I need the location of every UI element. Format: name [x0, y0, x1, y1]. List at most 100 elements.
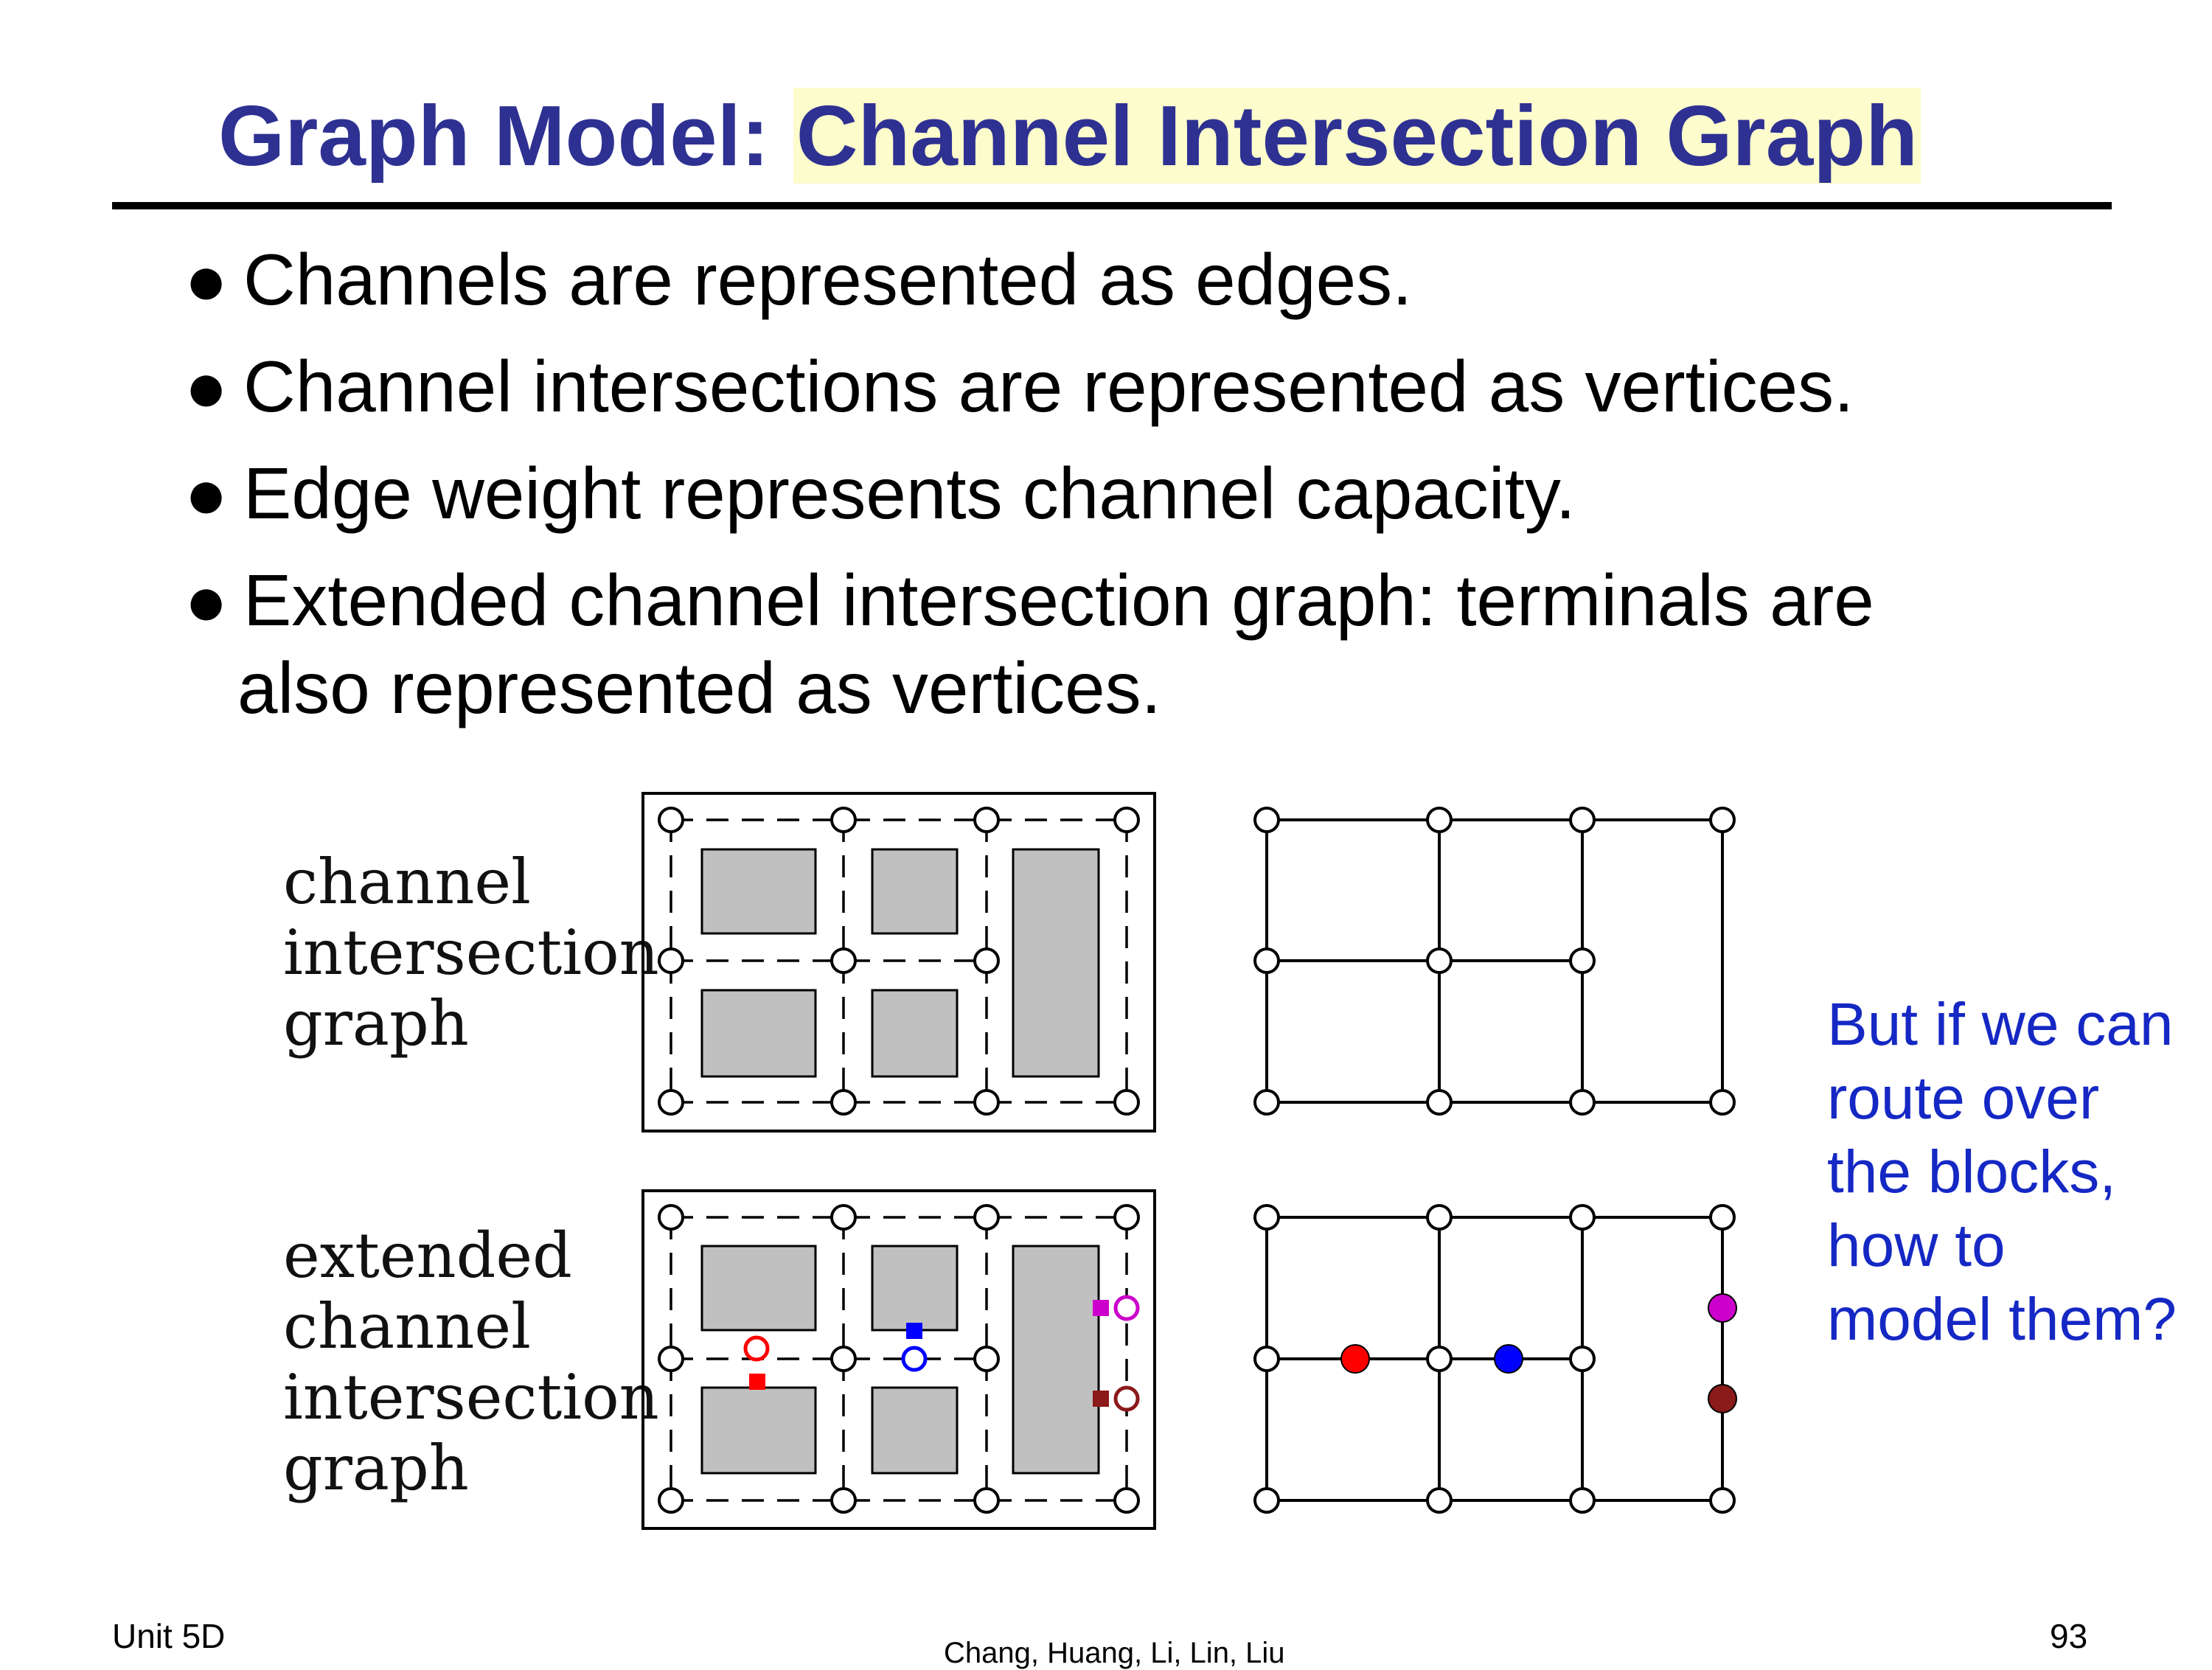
label-line: channel	[283, 1290, 531, 1363]
circuit-block	[871, 1386, 959, 1475]
bullet-text: Extended channel intersection graph: ter…	[243, 560, 1874, 641]
intersection-node	[658, 947, 684, 974]
label-channel-intersection-graph: channel intersection graph	[283, 846, 659, 1059]
bullet-icon: ●	[184, 346, 229, 427]
label-line: graph	[283, 1432, 469, 1504]
terminal-vertex-magenta	[1708, 1293, 1737, 1323]
intersection-node	[830, 1089, 857, 1116]
slide-title: Graph Model: Channel Intersection Graph	[218, 87, 1921, 185]
graph-vertex	[1569, 1204, 1596, 1231]
circuit-block	[1012, 1245, 1100, 1475]
terminal-vertex-magenta	[1113, 1295, 1140, 1321]
intersection-node	[658, 1204, 684, 1231]
bullet-icon: ●	[184, 239, 229, 320]
terminal-vertex-blue	[1494, 1344, 1523, 1374]
graph-vertex	[1569, 807, 1596, 833]
graph-vertex	[1569, 1089, 1596, 1116]
bullet-icon: ●	[184, 453, 229, 534]
footer-unit: Unit 5D	[112, 1617, 226, 1655]
intersection-node	[658, 1346, 684, 1372]
graph-vertex	[1569, 1346, 1596, 1372]
title-highlight: Channel Intersection Graph	[793, 88, 1921, 184]
terminal-pin-red	[749, 1374, 765, 1390]
terminal-vertex-darkred	[1708, 1384, 1737, 1413]
layout-diagram-bottom	[641, 1189, 1156, 1530]
aside-line: route over	[1827, 1065, 2100, 1132]
bullet-text: Channels are represented as edges.	[243, 239, 1413, 320]
circuit-block	[871, 848, 959, 935]
intersection-node	[1113, 1204, 1140, 1231]
terminal-pin-magenta	[1093, 1300, 1109, 1316]
bullet-item: ●Channels are represented as edges.	[177, 236, 1874, 323]
circuit-block	[700, 848, 817, 935]
graph-vertex	[1709, 1089, 1736, 1116]
circuit-block	[1012, 848, 1100, 1078]
bullet-list: ●Channels are represented as edges. ●Cha…	[177, 236, 1874, 752]
footer-page-number: 93	[2050, 1617, 2088, 1655]
intersection-node	[973, 1346, 1000, 1372]
aside-line: model them?	[1827, 1286, 2177, 1353]
graph-diagram-top	[1253, 807, 1736, 1116]
graph-vertex	[1426, 1089, 1453, 1116]
intersection-node	[973, 1204, 1000, 1231]
circuit-block	[700, 989, 817, 1078]
graph-vertex	[1426, 1204, 1453, 1231]
layout-frame	[641, 1189, 1156, 1530]
aside-question: But if we can route over the blocks, how…	[1827, 988, 2177, 1357]
intersection-node	[658, 1089, 684, 1116]
title-prefix: Graph Model:	[218, 88, 793, 184]
graph-vertex	[1426, 807, 1453, 833]
graph-vertex	[1253, 1487, 1280, 1514]
bullet-icon: ●	[184, 560, 229, 641]
graph-vertex	[1253, 1204, 1280, 1231]
intersection-node	[830, 1487, 857, 1514]
graph-vertex	[1709, 807, 1736, 833]
graph-vertex	[1426, 1487, 1453, 1514]
graph-vertex	[1569, 947, 1596, 974]
layout-frame	[641, 792, 1156, 1133]
bullet-item: ●Extended channel intersection graph: te…	[177, 557, 1874, 732]
circuit-block	[700, 1386, 817, 1475]
terminal-pin-darkred	[1093, 1391, 1109, 1407]
footer-authors: Chang, Huang, Li, Lin, Liu	[944, 1637, 1285, 1669]
label-line: intersection	[283, 1361, 659, 1433]
graph-vertex	[1426, 1346, 1453, 1372]
graph-vertex	[1709, 1487, 1736, 1514]
intersection-node	[658, 1487, 684, 1514]
circuit-block	[871, 1245, 959, 1332]
intersection-node	[1113, 807, 1140, 833]
layout-diagram-top	[641, 792, 1156, 1133]
graph-vertex	[1709, 1204, 1736, 1231]
label-line: intersection	[283, 916, 659, 989]
circuit-block	[871, 989, 959, 1078]
intersection-node	[973, 1487, 1000, 1514]
terminal-vertex-blue	[901, 1346, 928, 1372]
label-extended-channel-intersection-graph: extended channel intersection graph	[283, 1220, 659, 1503]
terminal-vertex-red	[743, 1335, 770, 1362]
aside-line: But if we can	[1827, 991, 2174, 1058]
label-line: extended	[283, 1220, 572, 1292]
bullet-text: Channel intersections are represented as…	[243, 346, 1854, 427]
label-line: graph	[283, 987, 469, 1060]
graph-vertex	[1426, 947, 1453, 974]
bullet-item: ●Channel intersections are represented a…	[177, 343, 1874, 430]
graph-vertex	[1253, 1089, 1280, 1116]
aside-line: the blocks,	[1827, 1138, 2116, 1205]
intersection-node	[830, 1204, 857, 1231]
intersection-node	[973, 1089, 1000, 1116]
label-line: channel	[283, 846, 531, 918]
graph-vertex	[1253, 947, 1280, 974]
terminal-pin-blue	[906, 1323, 922, 1339]
bullet-text: Edge weight represents channel capacity.	[243, 453, 1576, 534]
intersection-node	[1113, 1487, 1140, 1514]
terminal-vertex-darkred	[1113, 1385, 1140, 1412]
graph-vertex	[1253, 1346, 1280, 1372]
intersection-node	[830, 1346, 857, 1372]
bullet-continuation: also represented as vertices.	[237, 647, 1161, 728]
graph-diagram-bottom	[1253, 1204, 1737, 1514]
intersection-node	[973, 807, 1000, 833]
bullet-item: ●Edge weight represents channel capacity…	[177, 450, 1874, 537]
intersection-node	[830, 947, 857, 974]
circuit-block	[700, 1245, 817, 1332]
